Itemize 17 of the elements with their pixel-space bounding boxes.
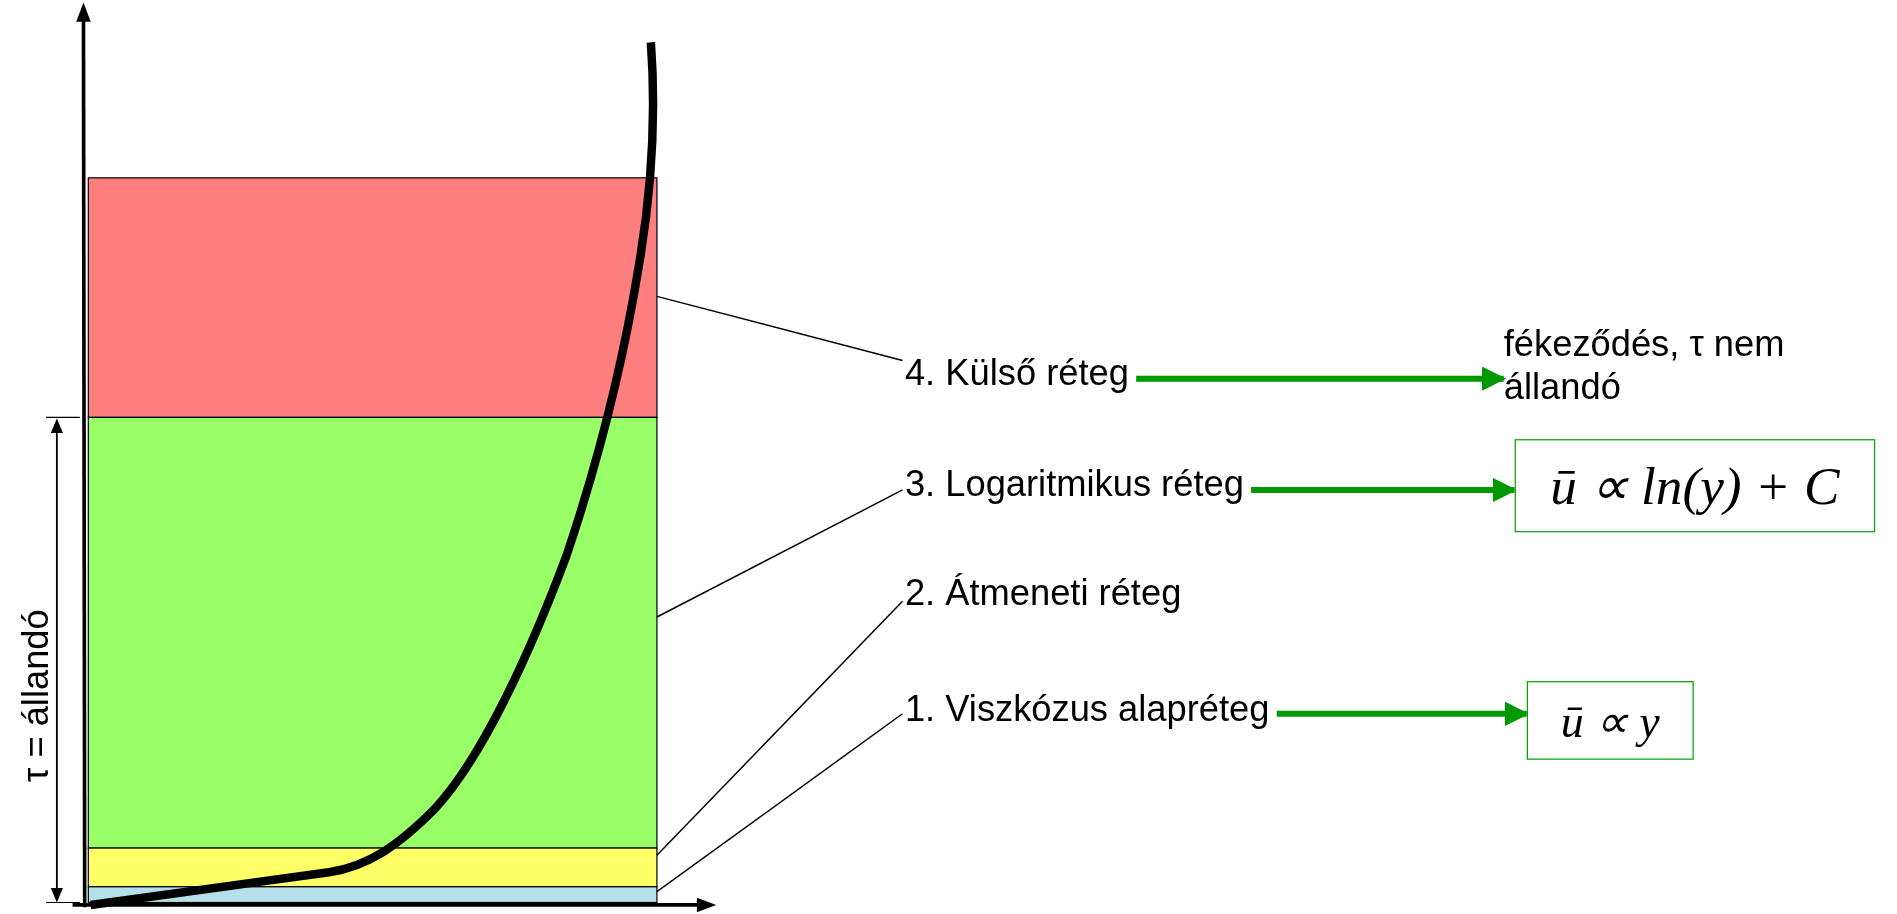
layer-label: 1. Viszkózus alapréteg <box>904 687 1270 731</box>
layer-label: fékeződés, τ nem állandó <box>1503 321 1894 409</box>
formula-box: ū ∝ ln(y) + C <box>1514 439 1876 533</box>
leader-line <box>656 295 904 362</box>
layer-band <box>87 416 658 849</box>
layer-label: 4. Külső réteg <box>904 350 1129 395</box>
layer-band <box>87 177 658 418</box>
layer-label: 3. Logaritmikus réteg <box>904 462 1244 506</box>
layer-band <box>87 847 658 888</box>
layer-band <box>87 886 658 904</box>
arrow <box>1136 366 1507 391</box>
dimension-label: τ = állandó <box>14 609 57 782</box>
leader-line <box>656 600 904 857</box>
layer-label: 2. Átmeneti réteg <box>904 571 1182 615</box>
leader-line <box>656 713 904 893</box>
leader-line <box>656 489 904 618</box>
formula-box: ū ∝ y <box>1526 681 1694 760</box>
